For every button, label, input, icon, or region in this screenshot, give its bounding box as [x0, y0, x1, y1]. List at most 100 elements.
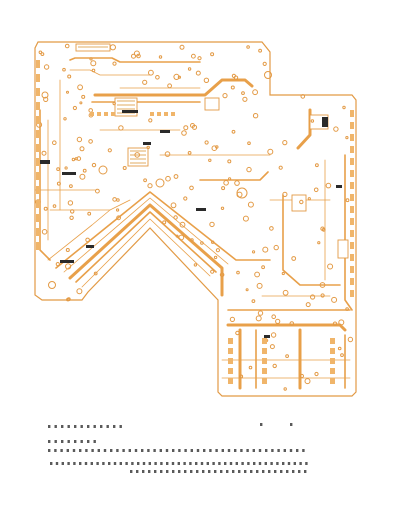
via: [275, 318, 281, 324]
solder-pad: [150, 112, 154, 116]
silkscreen-clusters: [40, 110, 342, 338]
annotation-glyph: [113, 462, 117, 465]
via: [148, 69, 154, 76]
via: [62, 67, 66, 72]
annotation-glyph: [61, 425, 64, 428]
via: [247, 201, 254, 208]
solder-pad: [171, 112, 175, 116]
via: [40, 52, 45, 56]
via: [116, 215, 121, 221]
via: [269, 226, 274, 231]
solder-pad: [36, 228, 40, 236]
via: [233, 75, 239, 80]
annotation-glyph: [79, 449, 82, 452]
via: [254, 271, 261, 278]
via: [147, 183, 153, 189]
via: [52, 204, 57, 208]
annotation-glyph: [247, 462, 250, 465]
via: [289, 321, 295, 326]
via: [236, 270, 240, 275]
annotation-glyph: [221, 449, 224, 452]
annotation-glyph: [214, 470, 217, 473]
annotation-glyph: [106, 425, 109, 428]
annotation-glyph: [134, 449, 138, 452]
via: [222, 93, 228, 99]
via: [170, 202, 177, 209]
annotation-glyph: [206, 462, 209, 465]
via: [79, 101, 83, 105]
annotation-glyph: [184, 470, 187, 473]
via: [63, 117, 67, 121]
via: [215, 248, 220, 253]
annotation-glyph: [113, 425, 116, 428]
annotation-glyph: [110, 449, 113, 452]
solder-pad: [262, 368, 267, 374]
via: [278, 165, 283, 170]
annotation-glyph: [226, 470, 229, 473]
edge-pads: [36, 60, 354, 384]
annotation-glyph: [256, 470, 259, 473]
annotation-glyph: [93, 425, 96, 428]
via: [162, 220, 167, 225]
via: [271, 314, 277, 320]
via: [190, 238, 194, 242]
via: [282, 140, 288, 146]
annotation-glyph: [79, 462, 82, 465]
solder-pad: [111, 112, 115, 116]
via: [347, 336, 354, 343]
via: [179, 221, 186, 228]
via: [220, 206, 225, 211]
via: [239, 374, 244, 379]
annotation-glyph: [224, 462, 227, 465]
solder-pad: [36, 242, 40, 250]
via: [299, 373, 304, 379]
top-connector-header: [69, 43, 201, 76]
annotation-glyph: [286, 470, 289, 473]
via: [142, 79, 148, 85]
solder-pad: [262, 338, 267, 344]
solder-pad: [36, 214, 40, 222]
solder-pad: [228, 358, 233, 364]
via: [173, 215, 178, 220]
via: [227, 159, 232, 164]
solder-pad: [97, 112, 101, 116]
annotation-glyph: [48, 425, 51, 428]
annotation-glyph: [264, 462, 267, 465]
via: [41, 229, 48, 235]
via: [76, 288, 83, 295]
via: [236, 191, 243, 198]
annotation-glyph: [61, 440, 64, 443]
annotation-glyph: [200, 462, 204, 465]
via: [223, 180, 229, 186]
annotation-glyph: [208, 470, 211, 473]
annotation-glyph: [80, 440, 83, 443]
via: [204, 140, 209, 145]
solder-pad: [36, 88, 40, 96]
annotation-glyph: [80, 425, 83, 428]
annotation-glyph: [55, 462, 59, 465]
solder-pad: [262, 358, 267, 364]
lower-block-traces: [221, 328, 351, 390]
via: [165, 175, 171, 182]
via: [76, 136, 83, 143]
annotation-glyph: [250, 470, 253, 473]
annotation-glyph: [190, 449, 193, 452]
via: [283, 387, 287, 391]
via: [255, 315, 262, 322]
solder-pad: [228, 378, 233, 384]
annotation-glyph: [252, 449, 255, 452]
annotation-glyph: [253, 462, 256, 465]
annotation-glyph: [302, 449, 305, 452]
via: [65, 248, 70, 252]
via: [310, 119, 315, 123]
annotation-glyph: [90, 462, 93, 465]
annotation-glyph: [54, 449, 57, 452]
annotation-glyph: [100, 425, 103, 428]
annotation-glyph: [166, 470, 169, 473]
annotation-glyph: [177, 462, 180, 465]
via: [282, 191, 288, 197]
via: [91, 162, 97, 168]
via: [203, 77, 210, 84]
solder-pad: [350, 242, 354, 249]
